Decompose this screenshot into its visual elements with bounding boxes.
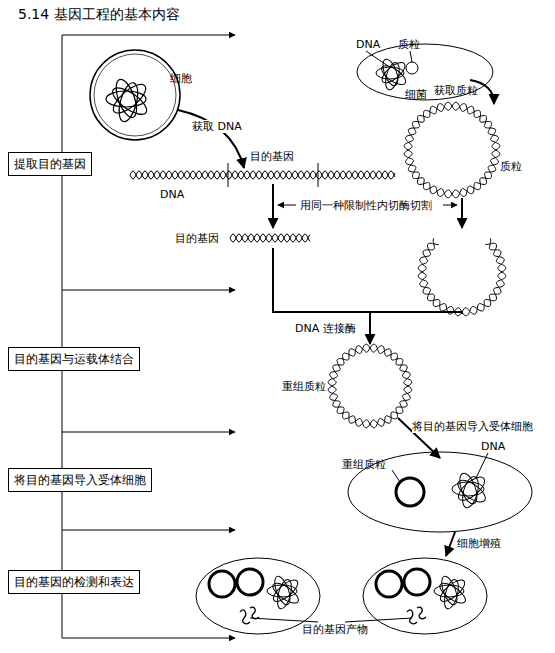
part-label: 目的基因产物 bbox=[302, 623, 368, 636]
step-text: 目的基因与运载体结合 bbox=[14, 352, 134, 366]
spine-line bbox=[62, 594, 63, 638]
chromosome-dna bbox=[112, 77, 141, 120]
protein-product bbox=[417, 607, 426, 619]
recombinant-plasmid-symbol bbox=[396, 478, 424, 506]
part-label: DNA bbox=[481, 440, 505, 453]
cut-arrow bbox=[461, 198, 463, 228]
plasmid-strand bbox=[418, 238, 506, 315]
step-box: 目的基因的检测和表达 bbox=[8, 570, 140, 594]
spine-connector bbox=[62, 371, 63, 468]
plasmid-strand bbox=[404, 102, 500, 198]
leader-line bbox=[392, 470, 400, 482]
part-label: 细胞 bbox=[170, 72, 192, 85]
dna-strand bbox=[230, 234, 310, 242]
proliferation-arrow bbox=[446, 532, 455, 556]
plasmid-symbol bbox=[406, 62, 418, 74]
chromosome-dna bbox=[272, 574, 294, 606]
join-line bbox=[272, 311, 463, 313]
part-label: 将目的基因导入受体细胞 bbox=[412, 420, 533, 433]
leader-line bbox=[366, 51, 388, 66]
dna-strand bbox=[130, 171, 395, 179]
recombinant-plasmid-symbol bbox=[209, 571, 235, 597]
dna-strand bbox=[230, 234, 310, 242]
branch-arrow bbox=[62, 290, 235, 291]
chromosome-dna bbox=[109, 80, 150, 118]
part-label: 细菌 bbox=[405, 88, 427, 101]
branch-arrow bbox=[62, 530, 235, 531]
step-text: 目的基因的检测和表达 bbox=[14, 575, 134, 589]
extract-dna-arrow bbox=[178, 110, 244, 168]
plasmid-strand bbox=[328, 344, 412, 428]
plasmid-strand bbox=[404, 102, 500, 198]
part-label: DNA 连接酶 bbox=[295, 322, 356, 335]
branch-arrow bbox=[62, 638, 235, 639]
part-label: 获取 DNA bbox=[192, 120, 242, 133]
illustration-group bbox=[62, 35, 532, 638]
part-label: 用同一种限制性内切酶切割 bbox=[300, 199, 432, 212]
leader-line bbox=[250, 618, 318, 622]
part-label: 获取质粒 bbox=[434, 84, 478, 97]
recombinant-plasmid-symbol bbox=[376, 571, 402, 597]
bracket-arrow bbox=[443, 205, 457, 206]
part-label: 重组质粒 bbox=[342, 458, 386, 471]
step-box: 目的基因与运载体结合 bbox=[8, 347, 140, 371]
cell-membrane bbox=[90, 50, 180, 140]
branch-arrow bbox=[62, 432, 235, 433]
recombinant-plasmid-symbol bbox=[237, 569, 263, 595]
chromosome-dna bbox=[455, 473, 489, 504]
cut-site bbox=[228, 163, 229, 187]
cell-membrane bbox=[94, 54, 176, 136]
part-label: 重组质粒 bbox=[282, 380, 326, 393]
step-box: 将目的基因导入受体细胞 bbox=[8, 468, 152, 492]
ligase-arrow bbox=[369, 312, 371, 344]
part-label: 目的基因 bbox=[250, 150, 294, 163]
part-label: DNA bbox=[160, 188, 184, 201]
cut-site bbox=[318, 163, 319, 187]
daughter-cell bbox=[363, 558, 487, 634]
part-label: 质粒 bbox=[398, 38, 420, 51]
dna-strand bbox=[130, 171, 395, 179]
diagram-title: 5.14 基因工程的基本内容 bbox=[18, 6, 180, 22]
bacterium-outline bbox=[357, 44, 493, 100]
recombinant-plasmid-symbol bbox=[404, 569, 430, 595]
step-box: 提取目的基因 bbox=[8, 152, 92, 176]
chromosome-dna bbox=[380, 57, 401, 87]
protein-product bbox=[250, 607, 259, 619]
spine-connector bbox=[62, 176, 63, 347]
part-label: 目的基因 bbox=[175, 232, 219, 245]
spine-line bbox=[62, 35, 63, 152]
plasmid-strand bbox=[328, 344, 412, 428]
part-label: DNA bbox=[356, 38, 380, 51]
step-text: 将目的基因导入受体细胞 bbox=[14, 473, 146, 487]
bracket-arrow bbox=[278, 205, 296, 206]
part-label: 细胞增殖 bbox=[457, 537, 501, 550]
plasmid-strand bbox=[418, 238, 506, 315]
protein-product bbox=[240, 610, 250, 624]
chromosome-dna bbox=[437, 576, 468, 604]
chromosome-dna bbox=[439, 574, 461, 606]
branch-arrow bbox=[62, 35, 235, 36]
step-text: 提取目的基因 bbox=[14, 157, 86, 171]
protein-product bbox=[407, 610, 417, 624]
chromosome-dna bbox=[270, 576, 301, 604]
chromosome-dna bbox=[452, 482, 484, 496]
spine-connector bbox=[62, 492, 63, 570]
join-line bbox=[272, 248, 274, 312]
leader-line bbox=[410, 51, 412, 62]
cut-arrow bbox=[272, 184, 274, 228]
part-label: 质粒 bbox=[500, 160, 522, 173]
leader-line bbox=[345, 618, 412, 622]
leader-line bbox=[476, 453, 488, 478]
